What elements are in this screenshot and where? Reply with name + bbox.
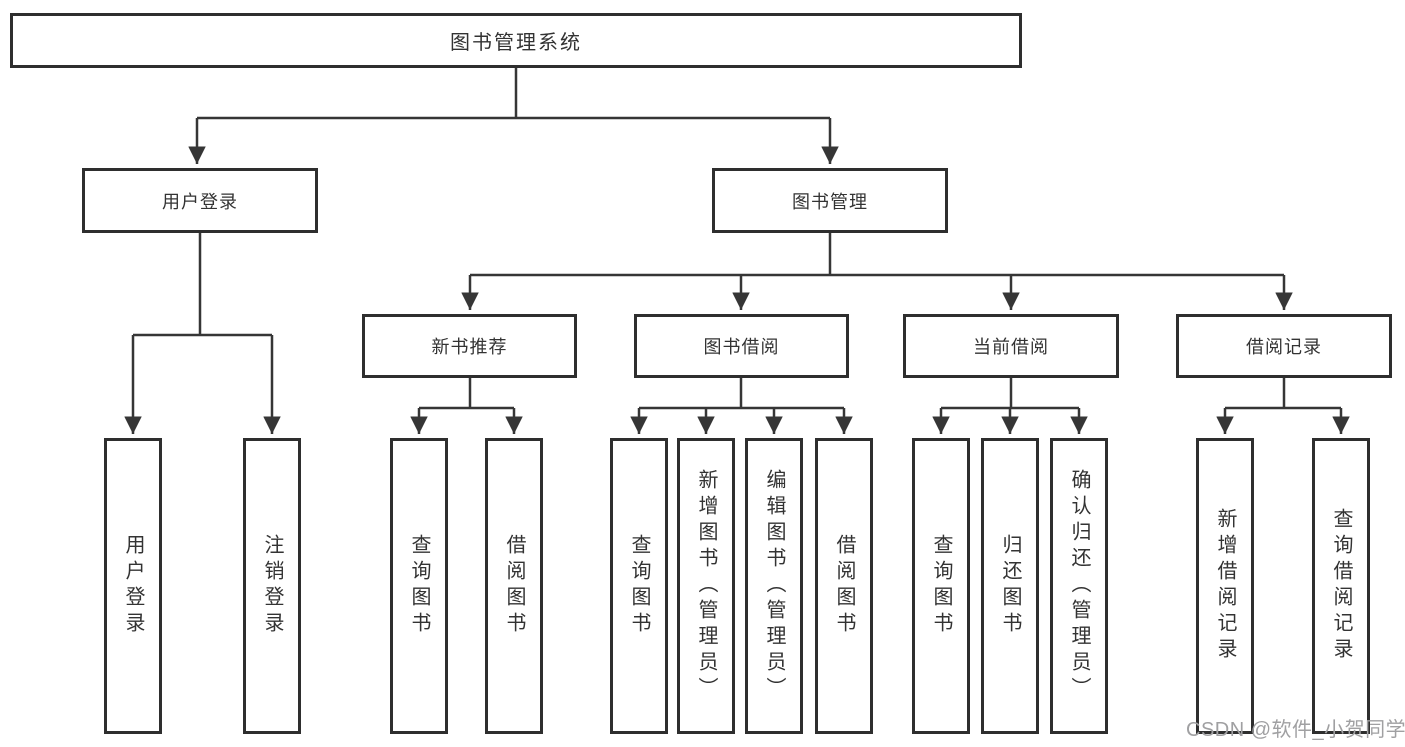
leaf-edit-books-admin: 编辑图书（管理员） (745, 438, 803, 734)
node-current-borrowing: 当前借阅 (903, 314, 1119, 378)
node-root-system: 图书管理系统 (10, 13, 1022, 68)
connector-book-mgmt-to-level3 (461, 233, 1293, 310)
leaf-return-books: 归还图书 (981, 438, 1039, 734)
connector-new-book-rec-to-leaves (410, 378, 523, 434)
node-book-borrowing: 图书借阅 (634, 314, 849, 378)
connector-user-login-to-leaves (124, 233, 281, 434)
node-book-management: 图书管理 (712, 168, 948, 233)
connector-book-borrow-to-leaves (630, 378, 853, 434)
leaf-borrow-books: 借阅图书 (815, 438, 873, 734)
leaf-query-books-recommend: 查询图书 (390, 438, 448, 734)
leaf-query-books-borrow: 查询图书 (610, 438, 668, 734)
leaf-query-books-current: 查询图书 (912, 438, 970, 734)
leaf-add-books-admin: 新增图书（管理员） (677, 438, 735, 734)
leaf-user-login: 用户登录 (104, 438, 162, 734)
leaf-query-borrow-record: 查询借阅记录 (1312, 438, 1370, 734)
node-new-book-recommendation: 新书推荐 (362, 314, 577, 378)
connector-current-borrow-to-leaves (932, 378, 1088, 434)
csdn-watermark: CSDN @软件_小贺同学 (1186, 719, 1405, 741)
leaf-add-borrow-record: 新增借阅记录 (1196, 438, 1254, 734)
leaf-borrow-books-recommend: 借阅图书 (485, 438, 543, 734)
connector-root-to-level2 (188, 68, 839, 164)
connector-borrow-record-to-leaves (1216, 378, 1350, 434)
node-user-login: 用户登录 (82, 168, 318, 233)
node-borrowing-records: 借阅记录 (1176, 314, 1392, 378)
leaf-logout: 注销登录 (243, 438, 301, 734)
leaf-confirm-return-admin: 确认归还（管理员） (1050, 438, 1108, 734)
